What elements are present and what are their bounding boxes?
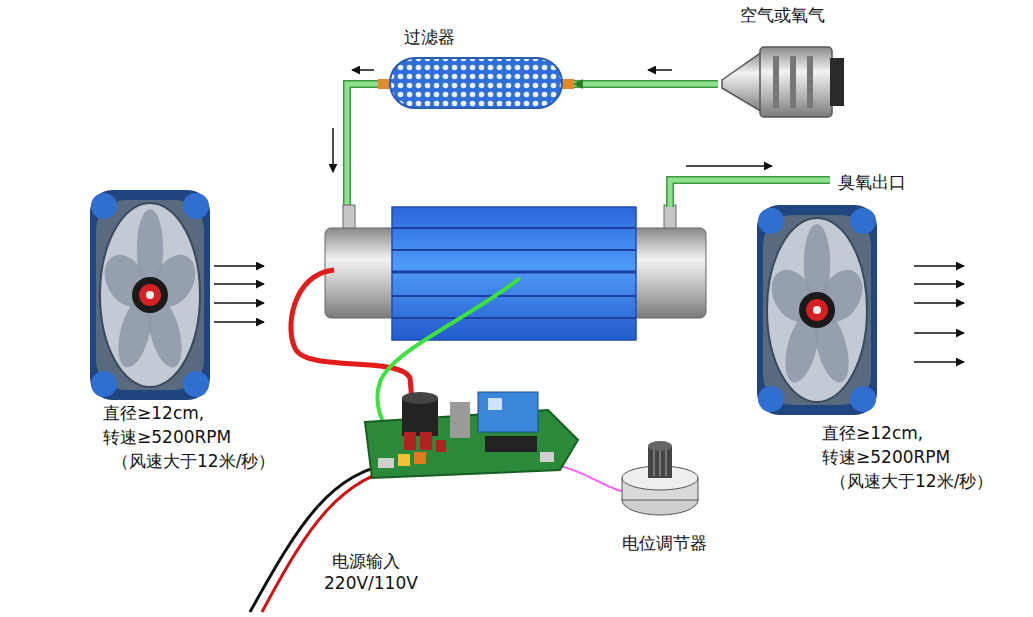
filter-body bbox=[390, 58, 562, 108]
fitting bbox=[664, 205, 676, 230]
potentiometer bbox=[622, 441, 698, 515]
annotation-text: 220V/110V bbox=[324, 572, 418, 594]
fin-line bbox=[392, 271, 636, 274]
airflow-arrow bbox=[914, 283, 964, 284]
inlet-cap bbox=[830, 58, 844, 106]
fitting bbox=[343, 205, 355, 230]
airflow-arrows bbox=[214, 266, 964, 362]
inlet-cone bbox=[722, 52, 762, 112]
terminal bbox=[540, 452, 554, 462]
airflow-arrow bbox=[214, 283, 264, 284]
fan-symbol bbox=[90, 190, 210, 400]
gas-tube-outline bbox=[574, 80, 718, 88]
pot-knurl bbox=[653, 448, 655, 476]
component-node: 空气或氧气 bbox=[718, 4, 846, 122]
part-name: 过滤器 bbox=[404, 26, 574, 48]
fin-line bbox=[392, 317, 636, 319]
capacitor bbox=[450, 402, 470, 438]
flow-arrow bbox=[332, 128, 334, 172]
flow-arrow bbox=[648, 69, 672, 71]
pot-knurl bbox=[665, 448, 667, 476]
inlet-groove bbox=[790, 56, 796, 108]
airflow-arrow bbox=[914, 265, 964, 266]
gas-inlet bbox=[722, 47, 844, 117]
annotation-text: 电位调节器 bbox=[622, 532, 707, 554]
pcb bbox=[365, 410, 578, 478]
annotation-text: 直径≥12cm, bbox=[103, 402, 204, 424]
inlet-groove bbox=[807, 56, 813, 108]
ic-chip bbox=[485, 436, 537, 452]
flow-arrow bbox=[352, 69, 374, 71]
annotation-text: 臭氧出口 bbox=[838, 171, 906, 193]
outlet-tube bbox=[670, 180, 830, 207]
end-cap bbox=[632, 228, 706, 318]
annotation-text: 电源输入 bbox=[332, 550, 400, 572]
airflow-arrow bbox=[214, 265, 264, 266]
cooling-body bbox=[392, 207, 636, 340]
inlet-body bbox=[760, 47, 832, 117]
part-name: 空气或氧气 bbox=[718, 4, 846, 26]
transformer bbox=[488, 398, 502, 410]
capacitor bbox=[402, 392, 438, 404]
annotation-text: 直径≥12cm, bbox=[822, 422, 923, 444]
terminal bbox=[414, 452, 426, 464]
fan-symbol bbox=[757, 205, 877, 415]
circuit-board bbox=[365, 392, 578, 478]
inlet-groove bbox=[773, 56, 779, 108]
capacitor bbox=[436, 440, 446, 452]
fin-line bbox=[392, 249, 636, 251]
terminal bbox=[378, 458, 394, 468]
annotation-text: 转速≥5200RPM bbox=[103, 426, 231, 448]
airflow-arrow bbox=[914, 302, 964, 303]
airflow-arrow bbox=[214, 321, 264, 322]
airflow-arrow bbox=[914, 332, 964, 333]
ozone-generator-tube bbox=[325, 205, 706, 340]
fin-line bbox=[392, 295, 636, 297]
annotation-text: 转速≥5200RPM bbox=[822, 446, 950, 468]
end-cap bbox=[325, 228, 397, 318]
gas-tube bbox=[347, 84, 378, 207]
gas-tube bbox=[347, 84, 378, 207]
annotation-text: （风速大于12米/秒） bbox=[112, 450, 275, 472]
gas-tube bbox=[574, 82, 718, 87]
outlet-tube bbox=[670, 180, 830, 207]
component-node: 过滤器 bbox=[380, 26, 574, 110]
annotation-text: （风速大于12米/秒） bbox=[830, 470, 993, 492]
hv-wire bbox=[291, 270, 412, 402]
fin-line bbox=[392, 227, 636, 229]
transformer bbox=[478, 392, 538, 432]
airflow-arrow bbox=[914, 361, 964, 362]
filter bbox=[378, 58, 574, 108]
pot-knurl bbox=[659, 448, 661, 476]
pot-shaft bbox=[648, 441, 672, 451]
capacitor bbox=[420, 432, 432, 450]
capacitor bbox=[404, 432, 416, 450]
terminal bbox=[398, 454, 410, 466]
airflow-arrow bbox=[214, 302, 264, 303]
flow-arrow bbox=[686, 165, 772, 167]
